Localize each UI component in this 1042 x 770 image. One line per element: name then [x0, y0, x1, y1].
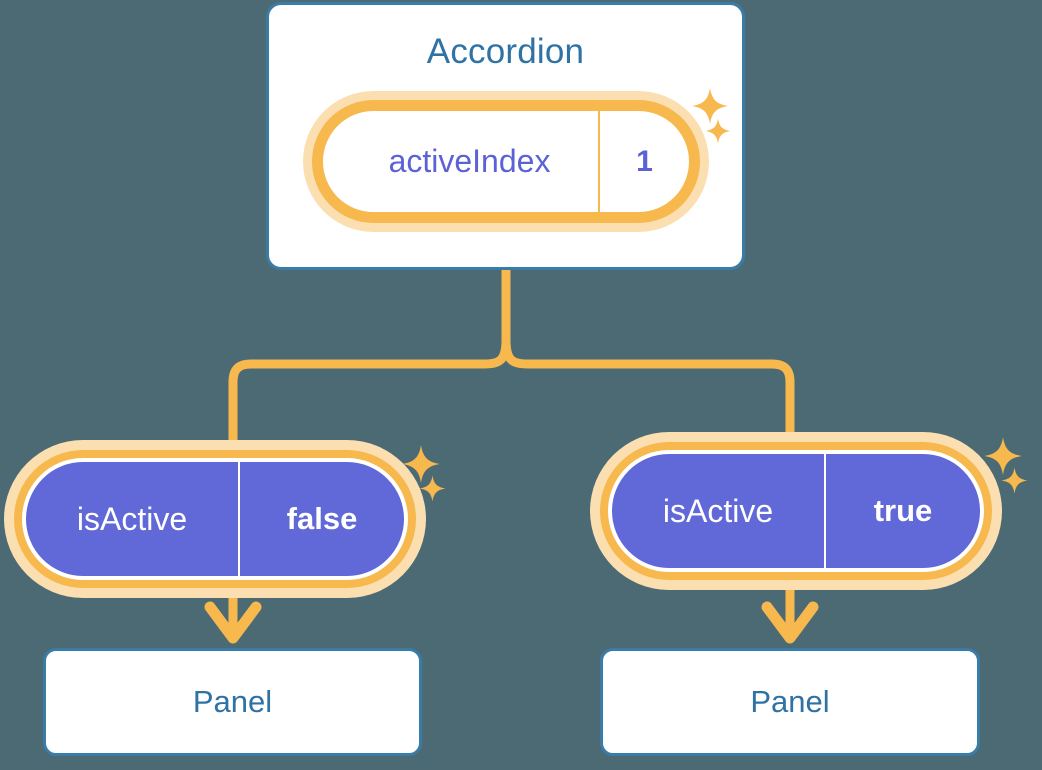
sparkle-small-icon: [419, 475, 446, 502]
arrow-down-icon: [204, 575, 262, 644]
sparkle-icon: [984, 437, 1022, 475]
branch-connector-icon: [501, 265, 795, 455]
panel-title: Panel: [192, 684, 273, 719]
state-key-label: activeIndex: [388, 143, 551, 179]
page-title: Accordion: [426, 32, 585, 71]
component-card-panel-right[interactable]: Panel: [600, 648, 980, 756]
state-pill-is-active-left[interactable]: isActive false: [22, 458, 408, 580]
state-value-label: true: [824, 454, 980, 568]
panel-title: Panel: [750, 684, 830, 719]
arrow-down-icon: [761, 568, 819, 644]
sparkle-small-icon: [1001, 467, 1028, 494]
sparkle-icon: [402, 445, 440, 483]
state-key-label: isActive: [662, 492, 774, 529]
branch-connector-left-icon: [228, 335, 511, 463]
state-value-label: false: [238, 462, 404, 576]
state-key-label: isActive: [76, 500, 188, 537]
component-card-panel-left[interactable]: Panel: [43, 648, 422, 756]
state-pill-is-active-right[interactable]: isActive true: [608, 450, 984, 572]
state-pill-active-index[interactable]: activeIndex 1: [312, 100, 700, 223]
state-value-label: 1: [598, 111, 689, 212]
